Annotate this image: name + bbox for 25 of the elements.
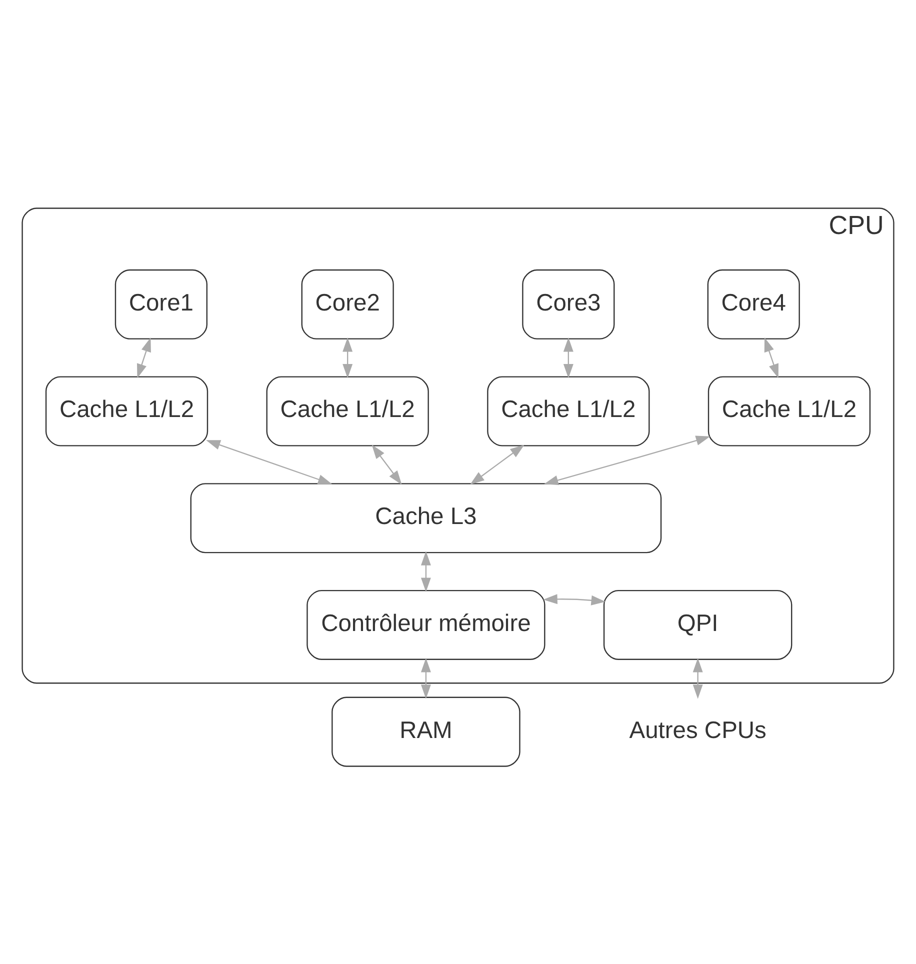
node-box: Cache L1/L2 [45, 376, 208, 446]
node-box: Cache L3 [190, 482, 662, 553]
node-box: Contrôleur mémoire [306, 589, 546, 660]
node-box: Cache L1/L2 [708, 376, 871, 446]
arrow [136, 337, 151, 378]
arrow [342, 336, 353, 378]
arrow [543, 594, 606, 605]
node-box: Cache L1/L2 [487, 376, 650, 446]
node-box: Core4 [707, 268, 800, 339]
arrow [420, 658, 431, 698]
node-box: Cache L1/L2 [266, 376, 429, 446]
arrow [692, 658, 703, 698]
node-box: Core1 [114, 268, 208, 339]
node-box: QPI [603, 589, 792, 660]
node-text: Autres CPUs [629, 717, 766, 744]
node-box: Core2 [301, 268, 394, 339]
arrow [420, 550, 431, 592]
arrow [563, 336, 574, 378]
arrow [764, 337, 778, 378]
arrow [470, 444, 524, 484]
arrow [206, 440, 332, 484]
node-box: RAM [332, 696, 520, 766]
arrow [372, 444, 402, 484]
node-box: Core3 [522, 268, 615, 339]
arrow [544, 435, 710, 485]
